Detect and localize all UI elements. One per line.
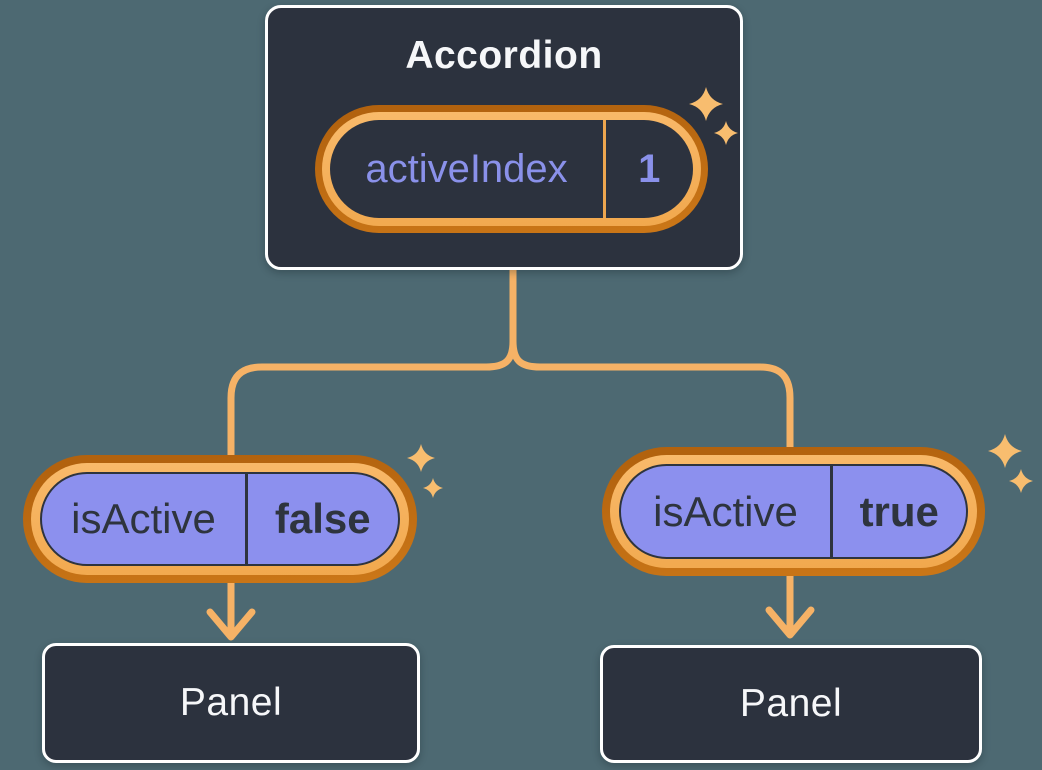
highlight-ring-inner: isActive true <box>610 455 977 568</box>
prop-name-label: isActive <box>71 495 216 542</box>
prop-pill-core: isActive false <box>40 472 400 566</box>
highlight-ring-outer: isActive true <box>602 447 985 576</box>
accordion-title: Accordion <box>405 34 603 77</box>
prop-name-label: isActive <box>653 487 798 535</box>
state-name-label: activeIndex <box>365 146 568 191</box>
prop-value: true <box>859 487 939 535</box>
sparkle-icon <box>988 434 1022 468</box>
pill-divider <box>603 120 606 218</box>
prop-pill-isactive-right: isActive true <box>602 447 985 576</box>
sparkle-icon <box>423 478 443 498</box>
prop-pill-core: isActive true <box>619 464 968 559</box>
panel-label: Panel <box>739 682 843 725</box>
panel-node-right: Panel <box>600 645 982 763</box>
prop-value: false <box>274 495 371 542</box>
prop-pill-isactive-left: isActive false <box>23 455 417 583</box>
highlight-ring-outer: activeIndex 1 <box>315 105 708 233</box>
tree-connector-line <box>227 264 794 462</box>
state-value: 1 <box>638 146 661 191</box>
pill-divider <box>245 474 248 564</box>
sparkle-icon <box>1009 469 1033 493</box>
arrow-down-right-icon <box>765 570 815 639</box>
accordion-node: Accordion activeIndex 1 <box>265 5 743 270</box>
panel-node-left: Panel <box>42 643 420 763</box>
state-pill-activeindex: activeIndex 1 <box>315 105 708 233</box>
pill-divider <box>830 466 833 557</box>
highlight-ring-outer: isActive false <box>23 455 417 583</box>
highlight-ring-inner: isActive false <box>31 463 409 575</box>
highlight-ring-inner: activeIndex 1 <box>322 112 701 226</box>
arrow-down-left-icon <box>206 576 256 641</box>
state-pill-core: activeIndex 1 <box>330 120 693 218</box>
panel-label: Panel <box>179 681 283 724</box>
